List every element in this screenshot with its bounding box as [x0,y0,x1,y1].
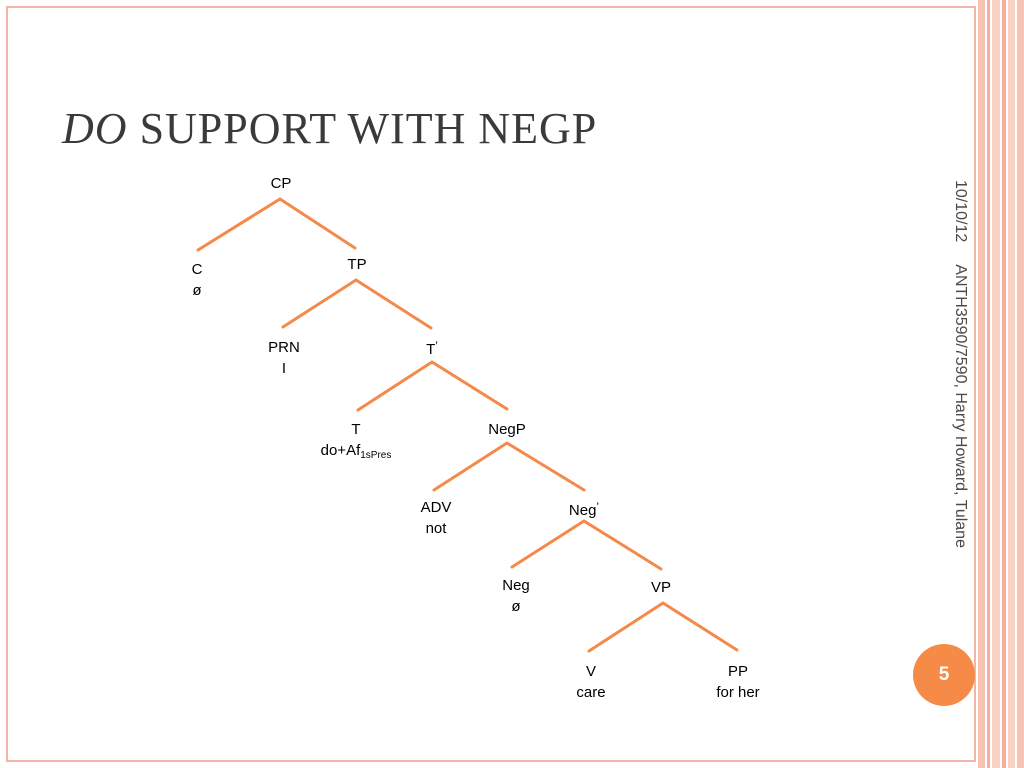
node-negp: NegP [488,421,526,438]
branch-negp [432,441,586,492]
slide-frame [6,6,976,762]
page-number-badge: 5 [913,644,975,706]
slide-date: 10/10/12 [952,180,969,243]
branch-negbar [510,519,663,571]
branch-tbar [356,360,509,412]
node-vp: VP [650,579,672,596]
decorative-stripes [978,0,1024,768]
page-number: 5 [938,664,950,685]
title-text: SUPPORT WITH NEGP [127,104,598,153]
slide-title: DO SUPPORT WITH NEGP [62,103,597,154]
branch-vp [587,601,739,653]
side-footer: 10/10/12ANTH3590/7590, Harry Howard, Tul… [951,180,969,548]
node-cp: CP [270,175,292,192]
slide-footer-text: ANTH3590/7590, Harry Howard, Tulane [952,264,969,548]
branch-cp [196,197,357,252]
node-tp: TP [347,256,367,273]
node-tbar: T’ [426,339,438,358]
branch-tp [281,278,433,330]
title-italic: DO [62,104,128,153]
node-negbar: Neg’ [568,500,600,519]
